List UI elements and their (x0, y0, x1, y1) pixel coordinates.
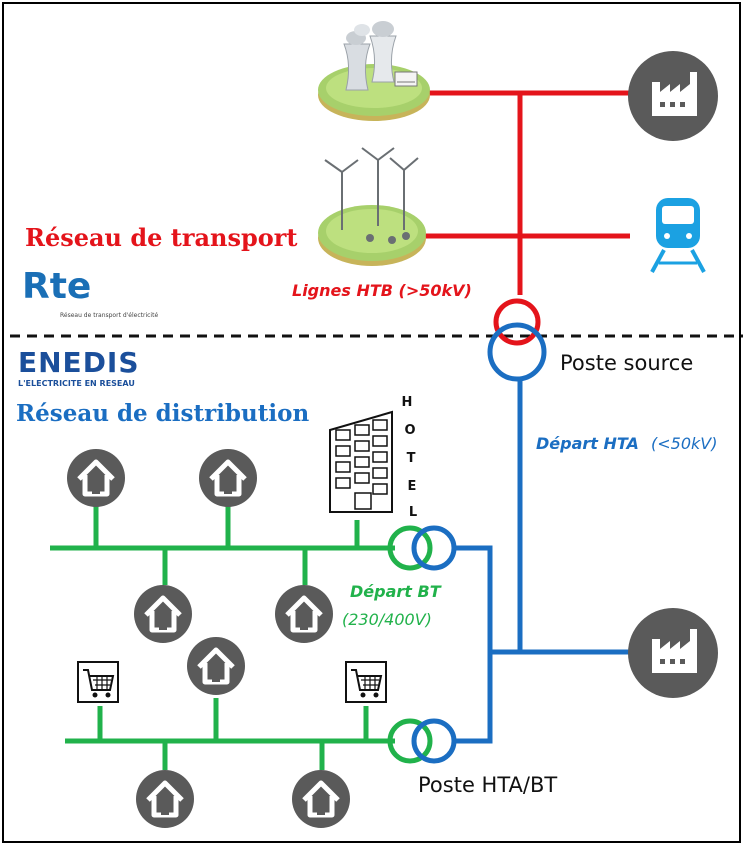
house-icon (134, 585, 192, 643)
htb-lines (425, 90, 630, 295)
house-icon (187, 637, 245, 695)
rte-logo: Rte Réseau de transport d'électricité (22, 266, 158, 319)
hta-bt-transformer-bottom (387, 718, 457, 764)
shopping-cart-icon (345, 661, 387, 703)
hotel-icon (329, 410, 393, 513)
bt-label-rest: (230/400V) (342, 610, 432, 629)
hotel-letter: H (402, 395, 413, 410)
house-icon (199, 449, 257, 507)
poste-source-transformer (487, 298, 547, 382)
nuclear-plant-icon (318, 21, 430, 121)
enedis-logo-caption: L'ELECTRICITE EN RESEAU (18, 379, 135, 388)
shopping-cart-icon (77, 661, 119, 703)
hotel-sign: H O T E L (402, 395, 418, 520)
distribution-title: Réseau de distribution (16, 400, 309, 427)
poste-hta-bt-label: Poste HTA/BT (418, 773, 557, 797)
factory-icon-distribution (628, 608, 718, 698)
enedis-logo: ENEDIS L'ELECTRICITE EN RESEAU (18, 346, 140, 388)
hta-lines (455, 380, 630, 744)
hotel-letter: T (407, 451, 416, 466)
rte-logo-text: Rte (22, 266, 91, 307)
hta-label-bold: Départ HTA (536, 434, 639, 453)
enedis-logo-text: ENEDIS (18, 346, 140, 379)
train-icon (650, 198, 706, 273)
hta-label-rest: (<50kV) (651, 434, 717, 453)
bt-lines (50, 505, 395, 770)
house-icon (275, 585, 333, 643)
house-icon (67, 449, 125, 507)
wind-farm-icon (318, 147, 426, 266)
house-icon (292, 770, 350, 828)
bt-label-bold: Départ BT (350, 582, 442, 601)
hotel-letter: O (404, 423, 415, 438)
hotel-letter: L (409, 505, 417, 520)
poste-source-label: Poste source (560, 351, 693, 375)
factory-icon (628, 51, 718, 141)
hta-bt-transformer-top (387, 525, 457, 571)
rte-logo-caption: Réseau de transport d'électricité (60, 312, 158, 319)
hotel-letter: E (408, 479, 417, 494)
house-icon (136, 770, 194, 828)
transport-title: Réseau de transport (25, 223, 298, 252)
htb-line-label: Lignes HTB (>50kV) (292, 281, 472, 300)
